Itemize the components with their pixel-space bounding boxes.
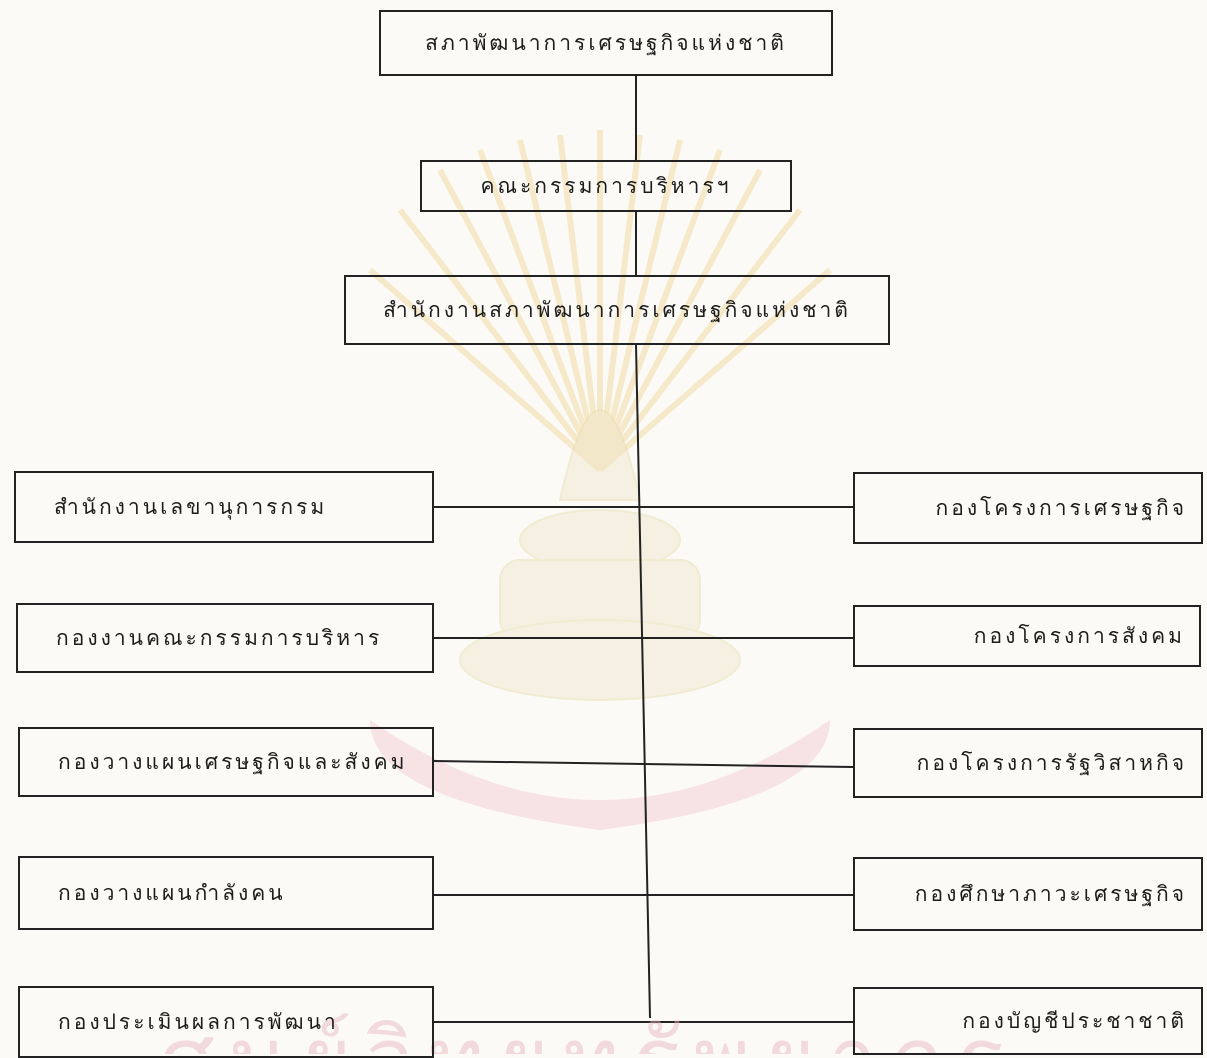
left-unit-label: กองประเมินผลการพัฒนา — [58, 1009, 339, 1034]
left-unit-3: กองวางแผนเศรษฐกิจและสังคม — [18, 727, 434, 797]
right-unit-label: กองบัญชีประชาชาติ — [962, 1008, 1187, 1033]
right-unit-label: กองโครงการเศรษฐกิจ — [935, 495, 1187, 520]
watermark-text: ศูนย์วิทยทรัพยากร — [160, 990, 1060, 1054]
office-label: สำนักงานสภาพัฒนาการเศรษฐกิจแห่งชาติ — [383, 297, 851, 322]
left-unit-1: สำนักงานเลขานุการกรม — [14, 471, 434, 543]
right-unit-3: กองโครงการรัฐวิสาหกิจ — [853, 728, 1203, 798]
left-unit-5: กองประเมินผลการพัฒนา — [18, 986, 434, 1058]
left-unit-4: กองวางแผนกำลังคน — [18, 856, 434, 930]
left-unit-2: กองงานคณะกรรมการบริหาร — [16, 603, 434, 673]
left-unit-label: กองงานคณะกรรมการบริหาร — [56, 625, 383, 650]
right-unit-1: กองโครงการเศรษฐกิจ — [853, 472, 1203, 544]
executive-board-label: คณะกรรมการบริหารฯ — [480, 173, 732, 198]
right-unit-label: กองโครงการรัฐวิสาหกิจ — [916, 750, 1187, 775]
office-box: สำนักงานสภาพัฒนาการเศรษฐกิจแห่งชาติ — [344, 275, 890, 345]
right-unit-label: กองศึกษาภาวะเศรษฐกิจ — [914, 881, 1187, 906]
council-label: สภาพัฒนาการเศรษฐกิจแห่งชาติ — [425, 30, 787, 55]
emblem-rays — [368, 130, 832, 473]
right-unit-2: กองโครงการสังคม — [853, 605, 1201, 667]
executive-board-box: คณะกรรมการบริหารฯ — [420, 160, 792, 212]
left-unit-label: กองวางแผนเศรษฐกิจและสังคม — [58, 749, 408, 774]
right-unit-5: กองบัญชีประชาชาติ — [853, 987, 1203, 1055]
right-unit-label: กองโครงการสังคม — [973, 623, 1185, 648]
left-unit-label: กองวางแผนกำลังคน — [58, 880, 286, 905]
left-unit-label: สำนักงานเลขานุการกรม — [54, 494, 328, 519]
right-unit-4: กองศึกษาภาวะเศรษฐกิจ — [853, 857, 1203, 931]
council-box: สภาพัฒนาการเศรษฐกิจแห่งชาติ — [379, 10, 833, 76]
emblem-base — [370, 720, 830, 830]
